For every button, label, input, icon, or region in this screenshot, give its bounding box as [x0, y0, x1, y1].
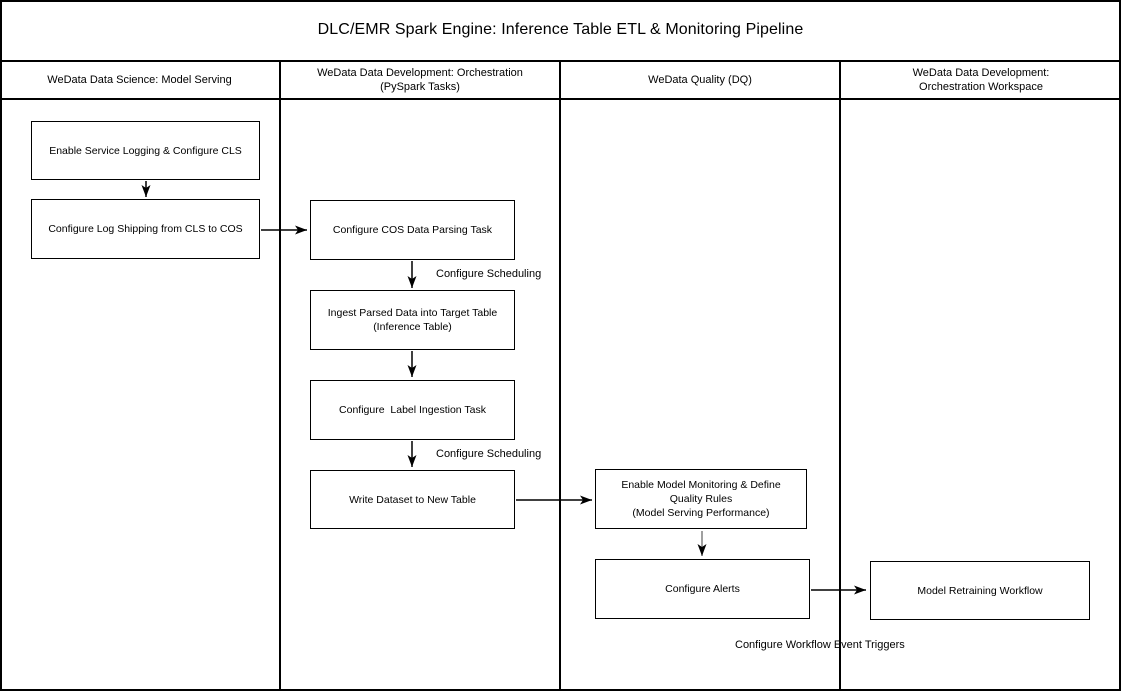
- edge-label-configure-scheduling-bottom: Configure Scheduling: [436, 448, 542, 460]
- node-enable-model-monitoring: Enable Model Monitoring & Define Quality…: [595, 469, 807, 529]
- node-enable-service-logging: Enable Service Logging & Configure CLS: [31, 121, 260, 180]
- lane-header-model-serving: WeData Data Science: Model Serving: [47, 74, 232, 86]
- lane-divider-1: [279, 62, 281, 691]
- node-write-dataset: Write Dataset to New Table: [310, 470, 515, 529]
- node-configure-cos-parsing: Configure COS Data Parsing Task: [310, 200, 515, 260]
- lane-header-orchestration-workspace: WeData Data Development: Orchestration W…: [912, 67, 1050, 93]
- lane-divider-3: [839, 62, 841, 691]
- diagram-title: DLC/EMR Spark Engine: Inference Table ET…: [317, 21, 804, 38]
- node-model-retraining: Model Retraining Workflow: [870, 561, 1090, 620]
- node-configure-log-shipping: Configure Log Shipping from CLS to COS: [31, 199, 260, 259]
- title-bar: DLC/EMR Spark Engine: Inference Table ET…: [0, 0, 1121, 62]
- node-configure-alerts: Configure Alerts: [595, 559, 810, 619]
- edge-label-workflow-event-triggers: Configure Workflow Event Triggers: [735, 639, 905, 651]
- lane-divider-2: [559, 62, 561, 691]
- lane-header-orchestration-pyspark: WeData Data Development: Orchestration (…: [317, 67, 523, 93]
- edge-label-configure-scheduling-top: Configure Scheduling: [436, 268, 542, 280]
- node-configure-label-ingestion: Configure Label Ingestion Task: [310, 380, 515, 440]
- node-ingest-parsed-data: Ingest Parsed Data into Target Table (In…: [310, 290, 515, 350]
- lane-header-quality-dq: WeData Quality (DQ): [648, 74, 752, 86]
